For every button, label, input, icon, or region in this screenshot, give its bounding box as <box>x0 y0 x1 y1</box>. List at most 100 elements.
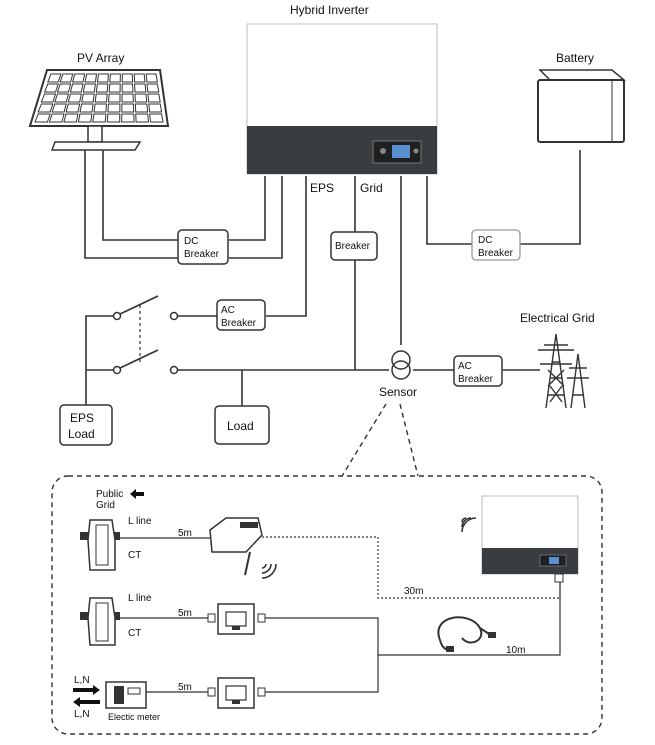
eps-load-box <box>59 404 113 446</box>
ct-clamp-2 <box>80 597 120 646</box>
wireless-ct-transmitter <box>209 517 263 576</box>
load-label: Load <box>227 419 254 433</box>
pv-cell <box>63 113 79 123</box>
pv-cell <box>37 103 54 113</box>
eps-load-line2: Load <box>68 427 95 441</box>
ct1-cable-length: 5m <box>178 528 192 539</box>
pv-cell <box>109 73 121 83</box>
dc-breaker-left-line1: DC <box>184 236 198 247</box>
ct2-line-label: L line <box>128 593 152 604</box>
pv-cell <box>107 93 121 103</box>
pv-cell <box>77 113 93 123</box>
pv-cell <box>67 93 82 103</box>
inverter-small <box>481 495 579 583</box>
power-tower-icon <box>538 333 589 409</box>
electrical-grid-label: Electrical Grid <box>520 311 595 325</box>
pv-cell <box>93 103 108 113</box>
grid-port-label: Grid <box>360 181 383 195</box>
load-box <box>214 405 270 445</box>
eps-load-line1: EPS <box>70 411 94 425</box>
ct1-line-label: L line <box>128 516 152 527</box>
pv-cell <box>40 93 57 103</box>
pv-cell <box>65 103 81 113</box>
ethernet-cable-icon <box>437 616 496 652</box>
hybrid-inverter-unit <box>246 23 438 175</box>
pv-cell <box>56 83 72 93</box>
detail-callout-frame <box>51 475 603 735</box>
public-grid-line1: Public <box>96 489 123 500</box>
pv-cell <box>145 73 158 83</box>
breaker-grid-label: Breaker <box>335 241 371 252</box>
pv-cell <box>79 103 94 113</box>
pv-cell <box>135 113 150 123</box>
transfer-switch <box>85 295 217 405</box>
meter-label: Electic meter <box>108 712 160 722</box>
pv-cell <box>107 103 121 113</box>
wifi-signal-icon <box>261 563 277 579</box>
pv-cell <box>84 73 98 83</box>
pv-cell <box>59 73 74 83</box>
battery-label: Battery <box>556 51 594 65</box>
pv-cell <box>92 113 107 123</box>
pv-cell <box>134 103 149 113</box>
pv-cell <box>95 83 109 93</box>
sensor-label: Sensor <box>379 385 417 399</box>
dc-breaker-right-line2: Breaker <box>478 248 514 259</box>
pv-cell <box>54 93 70 103</box>
pv-array-panel <box>28 69 170 151</box>
meter-cable-length: 5m <box>178 682 192 693</box>
pv-cell <box>34 113 51 123</box>
battery-unit <box>537 69 627 143</box>
pv-cell <box>121 93 134 103</box>
ac-breaker-grid-line1: AC <box>458 361 472 372</box>
dc-breaker-right-line1: DC <box>478 235 492 246</box>
pv-cell <box>82 83 96 93</box>
inverter-display <box>392 145 410 158</box>
pv-cell <box>148 103 163 113</box>
hybrid-inverter-label: Hybrid Inverter <box>290 3 369 17</box>
ac-breaker-grid <box>453 355 503 387</box>
pv-cell <box>147 93 161 103</box>
pv-cell <box>47 73 62 83</box>
pv-cell <box>121 73 134 83</box>
dc-breaker-left-line2: Breaker <box>184 249 220 260</box>
cable-distance: 10m <box>506 645 525 656</box>
wifi-signal-icon <box>461 517 477 533</box>
rj45-adapter-1 <box>217 603 255 635</box>
pv-cell <box>48 113 65 123</box>
rj45-adapter-2 <box>217 677 255 709</box>
breaker-grid <box>330 231 378 261</box>
ac-breaker-eps-line1: AC <box>221 305 235 316</box>
arrow-left-icon <box>73 697 100 707</box>
ac-breaker-eps-line2: Breaker <box>221 318 257 329</box>
pv-cell <box>43 83 59 93</box>
wireless-distance: 30m <box>404 586 423 597</box>
pv-cell <box>146 83 160 93</box>
sensor-ct <box>391 350 411 380</box>
arrow-left-icon <box>130 489 144 499</box>
pv-cell <box>121 113 135 123</box>
pv-cell <box>94 93 108 103</box>
ct1-ct-label: CT <box>128 550 141 561</box>
pv-cell <box>51 103 67 113</box>
pv-cell <box>149 113 164 123</box>
pv-cell <box>71 73 86 83</box>
ct-clamp-1 <box>80 519 120 571</box>
ct2-cable-length: 5m <box>178 608 192 619</box>
arrow-right-icon <box>73 685 100 695</box>
eps-port-label: EPS <box>310 181 334 195</box>
pv-cell <box>96 73 109 83</box>
pv-cell <box>133 73 146 83</box>
dc-breaker-right <box>471 229 521 261</box>
pv-cell <box>134 83 147 93</box>
pv-cell <box>106 113 121 123</box>
pv-cell <box>69 83 84 93</box>
meter-ln-out: L,N <box>74 709 90 720</box>
public-grid-line2: Grid <box>96 500 115 511</box>
pv-cell <box>134 93 148 103</box>
ct2-ct-label: CT <box>128 628 141 639</box>
dc-breaker-left <box>177 229 229 265</box>
pv-cell <box>121 83 134 93</box>
ac-breaker-eps <box>216 299 266 331</box>
